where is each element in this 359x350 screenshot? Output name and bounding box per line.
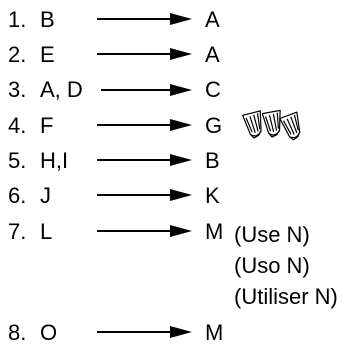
arrow-icon [97,154,192,166]
step-source: B [40,7,55,32]
step-number: 1. [8,7,27,32]
step-number: 7. [8,219,27,244]
step-number: 8. [8,320,27,345]
step-target: B [205,148,220,173]
step-number: 3. [8,77,27,102]
step-number: 4. [8,113,27,138]
note-use-es: (Uso N) [234,253,310,278]
note-use-en: (Use N) [234,222,310,247]
arrow-icon [97,225,192,237]
step-source: F [40,113,54,138]
arrow-icon [97,48,192,60]
wire-nut-connectors-icon [242,109,301,141]
step-target: M [205,219,224,244]
step-source: H,I [40,148,69,173]
step-source: E [40,42,55,67]
arrow-icon [97,326,192,338]
step-target: A [205,7,220,32]
step-target: G [205,113,223,138]
step-target: M [205,320,224,345]
arrow-icon [97,119,192,131]
step-target: A [205,42,220,67]
step-source: L [40,219,53,244]
arrow-icon [97,189,192,201]
step-number: 5. [8,148,27,173]
note-use-fr: (Utiliser N) [234,284,338,309]
step-target: C [205,77,221,102]
step-target: K [205,183,220,208]
step-source: O [40,320,58,345]
step-source: A, D [40,77,83,102]
step-number: 6. [8,183,27,208]
step-number: 2. [8,42,27,67]
arrow-icon [101,84,192,96]
arrow-icon [97,13,192,25]
step-source: J [40,183,51,208]
